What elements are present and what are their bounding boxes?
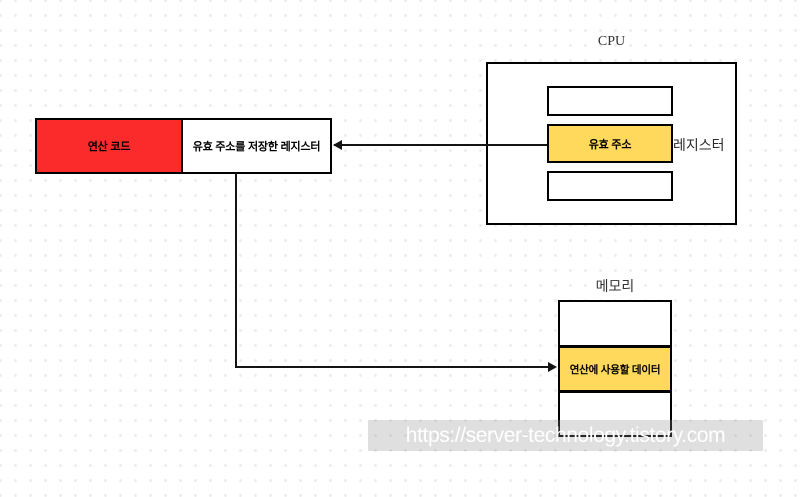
connector-register-to-operand-line: [334, 144, 547, 146]
instruction-opcode-label: 연산 코드: [87, 141, 131, 153]
watermark-url: https://server-technology.tistory.com: [405, 423, 726, 447]
cpu-register-slot-2-effective-address: 유효 주소: [547, 124, 673, 163]
instruction-operand-label: 유효 주소를 저장한 레지스터: [192, 141, 321, 153]
memory-title: 메모리: [595, 280, 635, 295]
connector-operand-to-memory-vertical: [235, 173, 237, 367]
memory-cell-1: [558, 300, 672, 347]
memory-cell-2-label: 연산에 사용할 데이터: [569, 363, 661, 376]
watermark-banner: https://server-technology.tistory.com: [368, 420, 763, 451]
connector-operand-to-memory-arrowhead-icon: [548, 362, 557, 372]
cpu-title: CPU: [597, 34, 626, 49]
connector-register-to-operand-arrowhead-icon: [333, 140, 342, 150]
memory-cell-2-operand-data: 연산에 사용할 데이터: [558, 346, 672, 392]
connector-operand-to-memory-horizontal: [235, 366, 549, 368]
instruction-opcode-box: 연산 코드: [35, 118, 183, 174]
cpu-register-slot-1: [547, 86, 673, 116]
cpu-registers-group-label: 레지스터: [673, 139, 725, 154]
memory-cell-3: [558, 391, 672, 437]
cpu-register-slot-3: [547, 171, 673, 201]
instruction-operand-box: 유효 주소를 저장한 레지스터: [181, 118, 332, 174]
cpu-register-slot-2-label: 유효 주소: [588, 138, 632, 151]
